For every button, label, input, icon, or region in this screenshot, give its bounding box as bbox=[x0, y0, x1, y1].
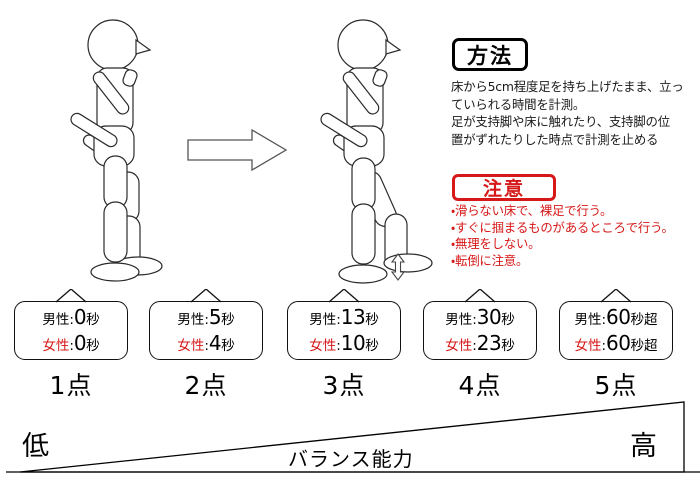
male-row: 男性 : 60 秒超 bbox=[560, 305, 672, 331]
female-value: 60 bbox=[606, 331, 631, 355]
female-unit: 秒 bbox=[221, 338, 235, 354]
caution-title-box: 注意 bbox=[452, 174, 556, 201]
caution-line: ・無理をしない。 bbox=[451, 236, 541, 251]
male-unit: 秒 bbox=[221, 312, 235, 328]
score-bubble: 男性 : 13 秒 女性 : 10 秒 bbox=[287, 289, 401, 360]
method-line: 足が支持脚や床に触れたり、支持脚の位 bbox=[451, 114, 670, 129]
female-value: 10 bbox=[340, 331, 366, 355]
female-value: 0 bbox=[73, 331, 87, 355]
female-label: 女性 bbox=[309, 338, 337, 354]
separator: : bbox=[472, 312, 477, 328]
male-unit: 秒 bbox=[501, 312, 515, 328]
male-label: 男性 bbox=[42, 312, 70, 328]
caution-title: 注意 bbox=[482, 178, 525, 200]
separator: : bbox=[336, 312, 341, 328]
right-arrow-icon bbox=[187, 128, 288, 172]
bubble-pointer-icon bbox=[601, 289, 631, 303]
male-label: 男性 bbox=[309, 312, 337, 328]
male-unit: 秒超 bbox=[630, 312, 658, 328]
male-value: 0 bbox=[73, 305, 87, 329]
score-label: 2点 bbox=[184, 371, 228, 400]
method-line: ていられる時間を計測。 bbox=[451, 96, 586, 112]
caution-line: ・転倒に注意。 bbox=[451, 252, 529, 268]
female-value: 4 bbox=[208, 331, 222, 355]
score-group-3: 男性 : 13 秒 女性 : 10 秒 3点 bbox=[287, 289, 401, 400]
male-unit: 秒 bbox=[86, 312, 100, 328]
score-bubble: 男性 : 60 秒超 女性 : 60 秒超 bbox=[559, 289, 673, 360]
male-row: 男性 : 0 秒 bbox=[15, 305, 127, 331]
male-value: 60 bbox=[606, 305, 631, 329]
male-label: 男性 bbox=[445, 312, 473, 328]
score-label: 3点 bbox=[322, 371, 366, 400]
male-row: 男性 : 30 秒 bbox=[424, 305, 536, 331]
score-bubble: 男性 : 5 秒 女性 : 4 秒 bbox=[149, 289, 263, 360]
score-label: 1点 bbox=[49, 371, 93, 400]
separator: : bbox=[204, 312, 209, 328]
ramp-caption: バランス能力 bbox=[288, 447, 414, 471]
method-title-box: 方法 bbox=[452, 38, 528, 71]
separator: : bbox=[204, 338, 209, 354]
female-unit: 秒 bbox=[501, 338, 515, 354]
score-group-5: 男性 : 60 秒超 女性 : 60 秒超 5点 bbox=[559, 289, 673, 400]
separator: : bbox=[601, 312, 607, 328]
separator: : bbox=[69, 312, 74, 328]
method-line: 置がずれたりした時点で計測を止める bbox=[451, 131, 659, 147]
bubble-pointer-icon bbox=[465, 289, 495, 303]
ramp-low-label: 低 bbox=[22, 431, 49, 462]
method-description: 床から5cm程度足を持ち上げたまま、立っ ていられる時間を計測。 足が支持脚や床… bbox=[451, 78, 700, 148]
female-row: 女性 : 10 秒 bbox=[288, 331, 400, 357]
bubble-pointer-icon bbox=[56, 289, 86, 303]
score-bubble: 男性 : 0 秒 女性 : 0 秒 bbox=[14, 289, 128, 360]
female-row: 女性 : 0 秒 bbox=[15, 331, 127, 357]
female-row: 女性 : 4 秒 bbox=[150, 331, 262, 357]
method-line: 床から5cm程度足を持ち上げたまま、立っ bbox=[451, 79, 684, 94]
female-row: 女性 : 60 秒超 bbox=[560, 331, 672, 357]
male-value: 5 bbox=[208, 305, 222, 329]
up-down-arrow-icon bbox=[390, 253, 406, 281]
female-label: 女性 bbox=[177, 338, 205, 354]
female-unit: 秒超 bbox=[630, 338, 658, 354]
method-title: 方法 bbox=[467, 43, 513, 68]
score-group-4: 男性 : 30 秒 女性 : 23 秒 4点 bbox=[423, 289, 537, 400]
balance-ability-ramp bbox=[6, 401, 700, 473]
caution-line: ・滑らない床で、裸足で行う。 bbox=[451, 203, 613, 218]
ramp-high-label: 高 bbox=[630, 431, 657, 462]
score-group-1: 男性 : 0 秒 女性 : 0 秒 1点 bbox=[14, 289, 128, 400]
score-bubble: 男性 : 30 秒 女性 : 23 秒 bbox=[423, 289, 537, 360]
female-value: 23 bbox=[476, 331, 502, 355]
female-label: 女性 bbox=[445, 338, 473, 354]
score-group-2: 男性 : 5 秒 女性 : 4 秒 2点 bbox=[149, 289, 263, 400]
separator: : bbox=[336, 338, 341, 354]
separator: : bbox=[69, 338, 74, 354]
male-label: 男性 bbox=[177, 312, 205, 328]
bubble-pointer-icon bbox=[191, 289, 221, 303]
female-label: 女性 bbox=[42, 338, 70, 354]
standing-figure-one-leg-raised bbox=[320, 19, 433, 284]
score-label: 4点 bbox=[458, 371, 502, 400]
separator: : bbox=[472, 338, 477, 354]
standing-figure-both-feet bbox=[70, 19, 163, 282]
male-value: 30 bbox=[476, 305, 502, 329]
male-label: 男性 bbox=[574, 312, 602, 328]
male-unit: 秒 bbox=[365, 312, 379, 328]
bubble-pointer-icon bbox=[329, 289, 359, 303]
caution-list: ・滑らない床で、裸足で行う。 ・すぐに掴まるものがあるところで行う。 ・無理をし… bbox=[451, 203, 700, 269]
female-unit: 秒 bbox=[86, 338, 100, 354]
caution-line: ・すぐに掴まるものがあるところで行う。 bbox=[451, 219, 674, 235]
male-row: 男性 : 13 秒 bbox=[288, 305, 400, 331]
separator: : bbox=[601, 338, 607, 354]
female-row: 女性 : 23 秒 bbox=[424, 331, 536, 357]
score-label: 5点 bbox=[594, 371, 638, 400]
female-unit: 秒 bbox=[365, 338, 379, 354]
male-value: 13 bbox=[340, 305, 366, 329]
male-row: 男性 : 5 秒 bbox=[150, 305, 262, 331]
female-label: 女性 bbox=[574, 338, 602, 354]
